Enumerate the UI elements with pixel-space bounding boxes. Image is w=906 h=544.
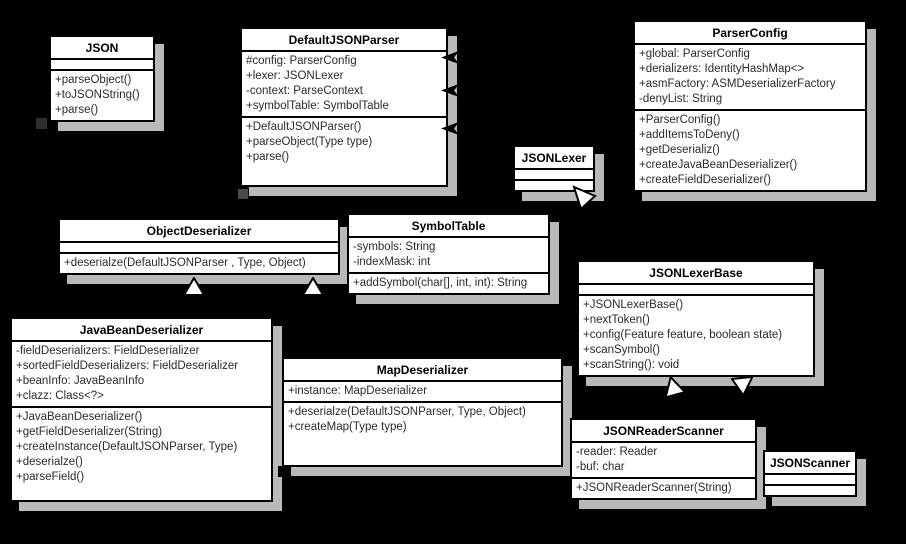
class-json-reader-scanner-title: JSONReaderScanner [572,420,755,443]
connector-line-fragment [117,29,133,34]
connector-line-fragment [189,309,196,316]
class-json-reader-scanner-attributes: -reader: Reader -buf: char [572,443,755,479]
generalization-arrowhead-mapdeserializer-to-objectdeserializer [302,277,324,296]
connector-line-fragment [278,466,289,477]
generalization-arrowhead-jsonlexerbase-to-jsonlexer [572,185,597,211]
class-object-deserializer-attributes [60,243,338,254]
class-json: JSON +parseObject() +toJSONString() +par… [49,35,155,122]
class-object-deserializer-methods: +deserialze(DefaultJSONParser , Type, Ob… [64,257,306,269]
class-symbol-table-title: SymbolTable [349,215,548,238]
class-map-deserializer-attributes: +instance: MapDeserializer [284,382,561,403]
generalization-arrowhead-jsonreaderscanner-to-jsonlexerbase [664,375,687,399]
class-json-reader-scanner: JSONReaderScanner -reader: Reader -buf: … [570,418,757,500]
class-symbol-table-attributes: -symbols: String -indexMask: int [349,238,548,274]
class-json-title: JSON [51,37,153,60]
class-map-deserializer-title: MapDeserializer [284,359,561,382]
class-json-lexer-base-attributes [579,285,813,296]
class-parser-config-attributes: +global: ParserConfig +derializers: Iden… [635,45,865,111]
class-symbol-table-methods: +addSymbol(char[], int, int): String [353,277,528,289]
class-default-json-parser-title: DefaultJSONParser [242,29,446,52]
class-object-deserializer: ObjectDeserializer +deserialze(DefaultJS… [58,218,340,275]
class-json-lexer-attributes [515,170,593,181]
class-map-deserializer-methods: +deserialze(DefaultJSONParser, Type, Obj… [288,406,526,433]
class-json-lexer-base-title: JSONLexerBase [579,262,813,285]
connector-line-fragment [556,205,569,217]
association-arrowhead-symboltable-to-defaultjsonparser [441,122,459,135]
class-json-scanner-title: JSONScanner [765,452,855,475]
class-java-bean-deserializer: JavaBeanDeserializer -fieldDeserializers… [10,317,273,502]
class-json-reader-scanner-methods: +JSONReaderScanner(String) [576,482,732,494]
class-json-lexer-title: JSONLexer [515,147,593,170]
class-map-deserializer: MapDeserializer +instance: MapDeserializ… [282,357,563,467]
connector-line-fragment [238,189,248,199]
class-default-json-parser-attributes: #config: ParserConfig +lexer: JSONLexer … [242,52,446,118]
class-json-lexer-base-methods: +JSONLexerBase() +nextToken() +config(Fe… [583,299,783,371]
connector-line-fragment [521,206,534,212]
class-java-bean-deserializer-methods: +JavaBeanDeserializer() +getFieldDeseria… [16,411,238,483]
class-default-json-parser: DefaultJSONParser #config: ParserConfig … [240,27,448,187]
connector-line-fragment [36,118,47,129]
class-symbol-table: SymbolTable -symbols: String -indexMask:… [347,213,550,295]
class-json-attributes [51,60,153,71]
class-json-scanner: JSONScanner [763,450,857,497]
association-arrowhead-parserconfig-to-defaultjsonparser [441,51,459,64]
class-json-methods: +parseObject() +toJSONString() +parse() [55,74,140,116]
class-json-scanner-methods [765,486,855,495]
generalization-arrowhead-jsonscanner-to-jsonlexerbase [730,375,755,397]
association-arrowhead-jsonlexer-to-defaultjsonparser [441,84,459,97]
generalization-arrowhead-javabeandeserializer-to-objectdeserializer [183,277,205,296]
class-json-lexer-base: JSONLexerBase +JSONLexerBase() +nextToke… [577,260,815,377]
class-json-scanner-attributes [765,475,855,486]
class-java-bean-deserializer-attributes: -fieldDeserializers: FieldDeserializer +… [12,342,271,408]
class-parser-config: ParserConfig +global: ParserConfig +deri… [633,20,867,192]
class-parser-config-methods: +ParserConfig() +addItemsToDeny() +getDe… [639,114,798,186]
class-java-bean-deserializer-title: JavaBeanDeserializer [12,319,271,342]
class-object-deserializer-title: ObjectDeserializer [60,220,338,243]
class-default-json-parser-methods: +DefaultJSONParser() +parseObject(Type t… [246,121,373,163]
class-json-lexer: JSONLexer [513,145,595,192]
class-parser-config-title: ParserConfig [635,22,865,45]
